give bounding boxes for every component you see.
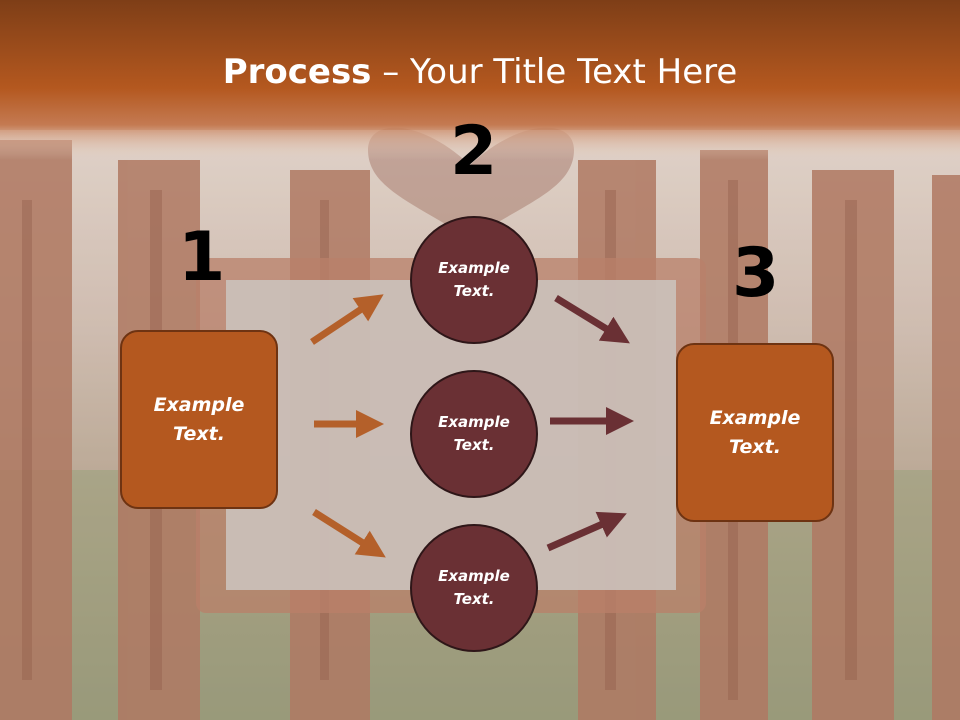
circle-bottom-line1: Example	[438, 567, 510, 585]
circle-top-line1: Example	[438, 259, 510, 277]
circle-bottom-line2: Text.	[453, 590, 495, 608]
circle-middle-line1: Example	[438, 413, 510, 431]
title-rest: – Your Title Text Here	[371, 52, 738, 92]
slide-title: Process – Your Title Text Here	[0, 52, 960, 92]
right-box-line2: Text.	[729, 435, 781, 458]
arrow-left-to-bottom	[312, 509, 386, 558]
title-bold: Process	[222, 52, 372, 92]
step-number-3: 3	[732, 234, 780, 313]
left-box-line2: Text.	[173, 422, 225, 445]
step-number-1: 1	[178, 218, 226, 297]
left-box-line1: Example	[153, 393, 245, 416]
arrow-top-to-right	[554, 295, 630, 344]
arrow-left-to-top	[310, 294, 384, 345]
right-box-line1: Example	[709, 406, 801, 429]
arrow-bottom-to-right	[546, 511, 627, 552]
step-number-2: 2	[450, 112, 498, 191]
circle-top-line2: Text.	[453, 282, 495, 300]
circle-middle-line2: Text.	[453, 436, 495, 454]
